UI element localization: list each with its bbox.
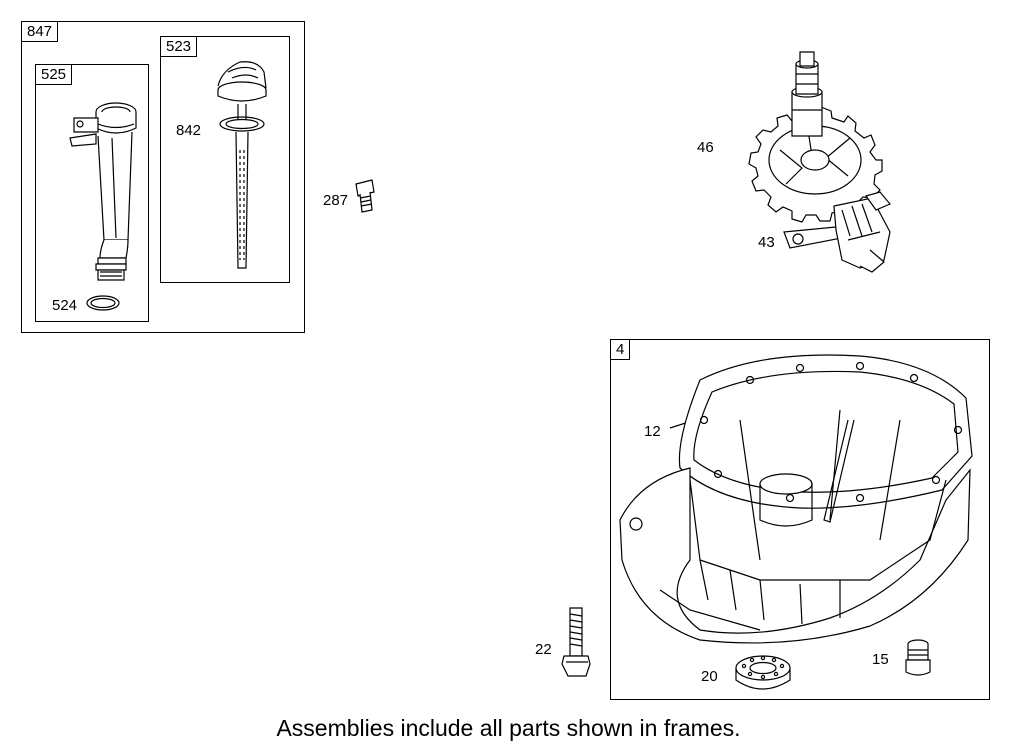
camshaft-gear-part: [749, 52, 882, 222]
callout-43: 43: [758, 234, 775, 251]
frame-label-525: 525: [35, 64, 73, 85]
callout-524: 524: [52, 297, 78, 314]
callout-12: 12: [644, 423, 661, 440]
frame-label-847: 847: [21, 21, 59, 42]
o-ring-part: [87, 296, 119, 310]
callout-46: 46: [697, 139, 714, 156]
sump-base-part: [620, 410, 970, 643]
callout-15: 15: [872, 651, 889, 668]
bolt-part: [562, 608, 590, 676]
governor-part: [784, 192, 890, 272]
assembly-frame-4: 4: [610, 339, 990, 700]
oil-seal-part: [736, 656, 790, 689]
callout-287: 287: [323, 192, 349, 209]
frame-label-4: 4: [610, 339, 631, 360]
gasket-part: [670, 355, 972, 508]
screw-part: [356, 180, 374, 212]
callout-842: 842: [176, 122, 202, 139]
callout-20: 20: [701, 668, 718, 685]
assembly-frame-525: 525: [35, 64, 149, 322]
oil-fill-tube-part: [70, 103, 136, 280]
plug-part: [906, 640, 930, 675]
assembly-frame-523: 523: [160, 36, 290, 283]
assemblies-footnote: Assemblies include all parts shown in fr…: [276, 715, 741, 741]
frame-label-523: 523: [160, 36, 198, 57]
assembly-frame-847: 847: [21, 21, 305, 333]
dipstick-part: [218, 62, 266, 268]
callout-22: 22: [535, 641, 552, 658]
